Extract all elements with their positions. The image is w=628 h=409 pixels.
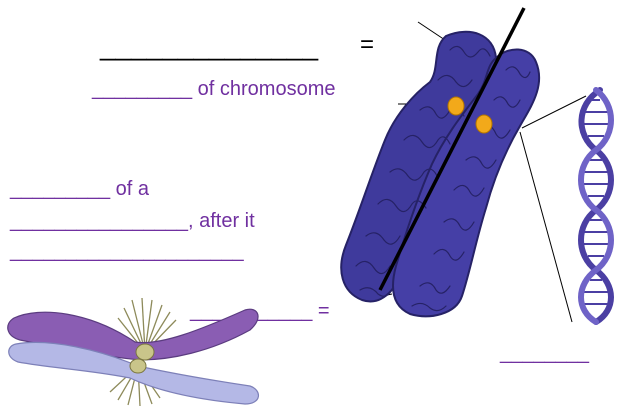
mitotic-chromosome-icon xyxy=(8,298,259,406)
dna-helix-icon xyxy=(581,90,611,322)
